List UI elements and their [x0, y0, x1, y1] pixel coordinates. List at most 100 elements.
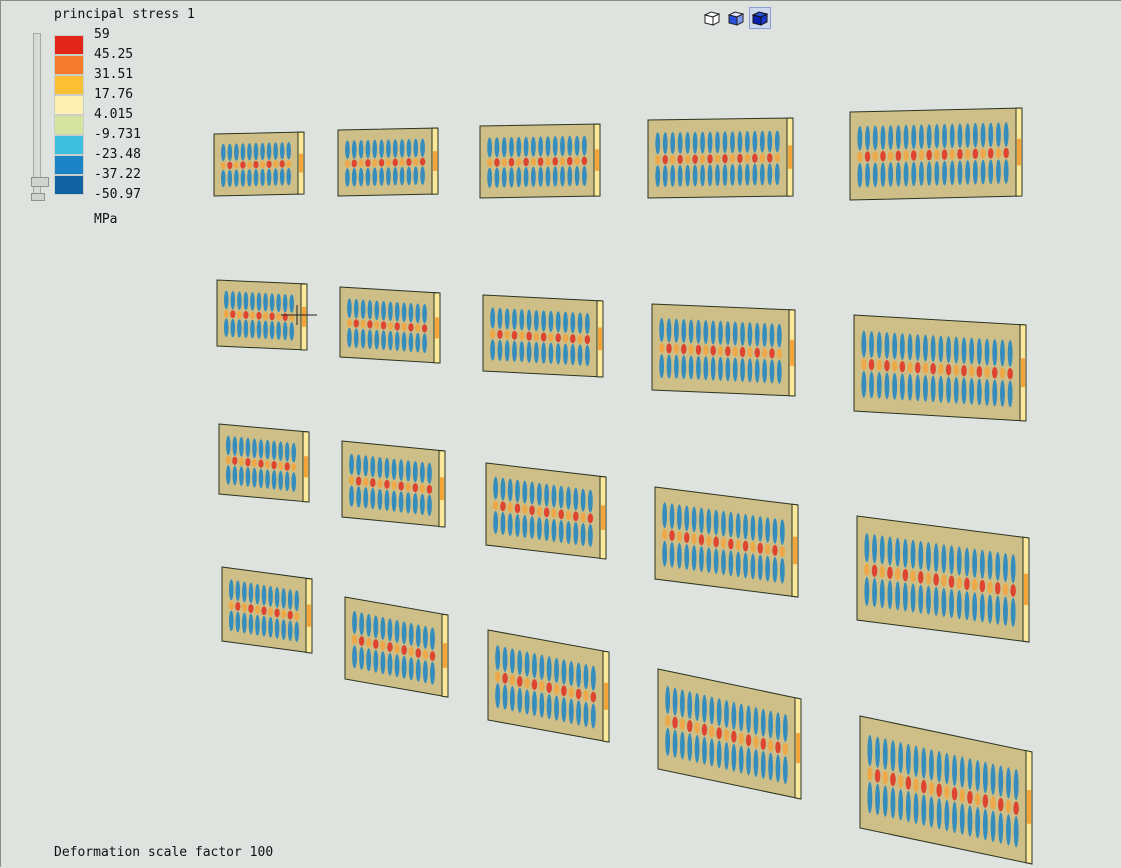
- wireframe-cube-icon: [703, 11, 721, 26]
- tension-zone: [874, 769, 881, 783]
- plate-end-hotspot: [1027, 790, 1031, 824]
- tension-zone: [384, 479, 390, 489]
- compression-zone: [561, 659, 567, 685]
- compression-zone: [979, 549, 985, 579]
- plate-end-hotspot: [302, 306, 306, 327]
- legend-value: 17.76: [94, 87, 134, 102]
- compression-zone: [888, 125, 894, 150]
- tension-zone: [271, 460, 277, 470]
- compression-zone: [269, 293, 275, 312]
- tension-zone: [910, 569, 916, 583]
- compression-zone: [694, 734, 700, 763]
- compression-zone: [282, 321, 288, 341]
- compression-zone: [381, 330, 386, 350]
- tension-zone: [362, 477, 369, 487]
- tension-zone: [879, 565, 886, 579]
- tension-zone: [752, 153, 758, 163]
- compression-zone: [274, 587, 280, 608]
- compression-zone: [245, 437, 251, 458]
- compression-zone: [568, 698, 574, 724]
- tension-zone: [489, 329, 496, 339]
- compression-zone: [391, 458, 397, 480]
- compression-zone: [504, 340, 510, 362]
- tension-zone: [545, 157, 551, 166]
- compression-zone: [725, 321, 731, 346]
- compression-zone: [694, 692, 700, 721]
- tension-zone: [516, 157, 522, 167]
- tension-zone: [681, 343, 687, 355]
- view-wireframe-button[interactable]: [701, 7, 723, 29]
- compression-zone: [386, 167, 391, 186]
- compression-zone: [674, 354, 679, 379]
- compression-zone: [380, 651, 386, 675]
- tension-zone: [867, 767, 873, 781]
- tension-zone: [377, 478, 383, 489]
- compression-zone: [430, 661, 435, 685]
- tension-zone: [701, 723, 708, 736]
- tension-zone: [776, 348, 783, 359]
- tension-zone: [358, 159, 364, 168]
- tension-zone: [220, 161, 226, 170]
- tension-zone: [913, 778, 919, 792]
- legend-slider-min-handle[interactable]: [31, 193, 45, 201]
- tension-zone: [408, 646, 414, 657]
- legend-swatch: [54, 35, 84, 55]
- view-solid-button[interactable]: [749, 7, 771, 29]
- plate-end-hotspot: [440, 477, 444, 501]
- compression-zone: [230, 318, 236, 338]
- compression-zone: [276, 321, 281, 340]
- tension-zone: [405, 482, 411, 492]
- plate-surface: [221, 566, 313, 654]
- compression-zone: [495, 682, 501, 709]
- tension-zone: [274, 608, 280, 618]
- compression-zone: [969, 377, 975, 405]
- compression-zone: [239, 437, 244, 457]
- tension-zone: [1007, 367, 1013, 380]
- compression-zone: [366, 613, 372, 637]
- tension-zone: [559, 156, 566, 166]
- view-shaded-button[interactable]: [725, 7, 747, 29]
- compression-zone: [291, 442, 297, 463]
- tension-zone: [744, 153, 751, 163]
- tension-zone: [945, 363, 952, 376]
- tension-zone: [967, 790, 973, 805]
- tension-zone: [948, 575, 955, 588]
- compression-zone: [408, 657, 414, 681]
- compression-zone: [365, 167, 371, 187]
- plate-end-hotspot: [443, 643, 447, 668]
- compression-zone: [956, 546, 962, 576]
- tension-zone: [360, 319, 366, 329]
- compression-zone: [555, 311, 561, 333]
- compression-zone: [681, 355, 687, 380]
- compression-zone: [577, 344, 583, 366]
- compression-zone: [250, 292, 255, 311]
- compression-zone: [399, 166, 405, 186]
- tension-zone: [284, 462, 290, 471]
- tension-zone: [394, 322, 400, 331]
- tension-zone: [688, 344, 694, 355]
- compression-zone: [253, 168, 259, 187]
- tension-zone: [928, 781, 935, 796]
- tension-zone: [351, 634, 358, 645]
- tension-zone: [497, 329, 503, 339]
- compression-zone: [938, 375, 944, 403]
- compression-zone: [685, 131, 691, 154]
- compression-zone: [243, 319, 249, 339]
- plate-end-hotspot: [790, 339, 794, 366]
- tension-zone: [232, 456, 238, 465]
- tension-zone: [502, 672, 508, 684]
- compression-zone: [776, 323, 782, 348]
- tension-zone: [235, 601, 241, 611]
- tension-zone: [373, 639, 379, 649]
- compression-zone: [401, 331, 407, 352]
- compression-zone: [747, 322, 753, 347]
- tension-zone: [713, 536, 719, 548]
- legend-slider-max-handle[interactable]: [31, 177, 49, 187]
- tension-zone: [934, 149, 940, 161]
- compression-zone: [422, 660, 428, 684]
- compression-zone: [500, 512, 506, 536]
- tension-zone: [348, 475, 355, 485]
- compression-zone: [911, 124, 917, 150]
- tension-zone: [583, 690, 589, 701]
